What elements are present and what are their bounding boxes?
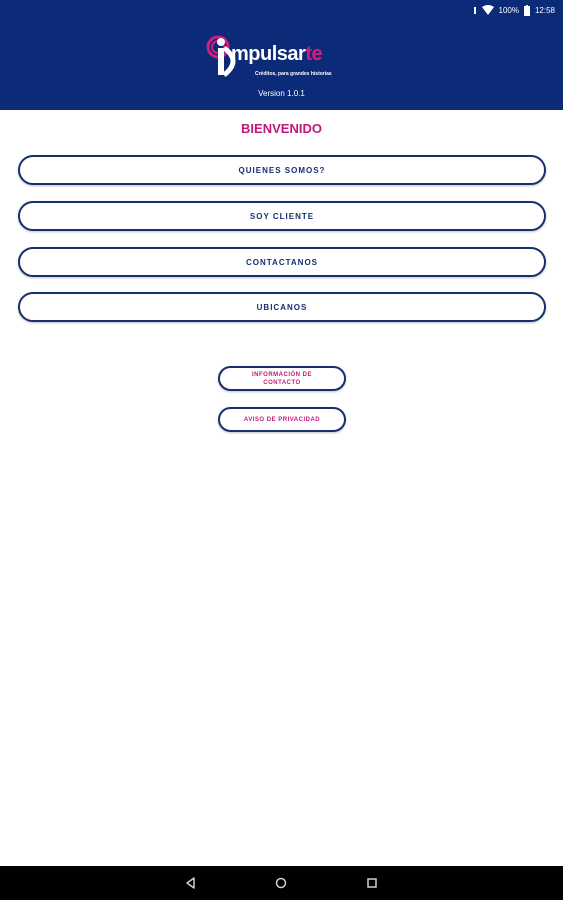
battery-percent: 100% xyxy=(498,5,519,15)
impulsarte-logo: mpulsarte Créditos, para grandes histori… xyxy=(198,33,368,83)
logo-text-accent: te xyxy=(305,43,323,65)
welcome-title: BIENVENIDO xyxy=(241,121,322,136)
logo-tagline: Créditos, para grandes historias xyxy=(255,71,332,77)
clock: 12:58 xyxy=(534,5,555,15)
app-version: Version 1.0.1 xyxy=(258,89,305,98)
recents-icon[interactable] xyxy=(365,876,379,890)
back-icon[interactable] xyxy=(184,876,198,890)
vibrate-icon xyxy=(473,6,476,14)
locate-us-button[interactable]: UBICANOS xyxy=(18,292,546,322)
wifi-icon xyxy=(481,5,494,15)
contact-us-button[interactable]: CONTACTANOS xyxy=(18,247,546,277)
about-us-button[interactable]: QUIENES SOMOS? xyxy=(18,155,546,185)
battery-icon xyxy=(523,4,530,16)
status-bar: 100% 12:58 xyxy=(473,3,555,17)
logo-mark-icon xyxy=(206,35,236,77)
privacy-notice-button[interactable]: AVISO DE PRIVACIDAD xyxy=(218,407,346,432)
navigation-bar xyxy=(0,866,563,900)
logo-text-main: mpulsar xyxy=(231,43,306,65)
client-button[interactable]: SOY CLIENTE xyxy=(18,201,546,231)
home-icon[interactable] xyxy=(274,876,288,890)
app-header: 100% 12:58 mpulsarte Créditos, para gran… xyxy=(0,0,563,110)
contact-info-button[interactable]: INFORMACIÓN DE CONTACTO xyxy=(218,366,346,391)
logo-wordmark: mpulsarte xyxy=(231,43,323,66)
